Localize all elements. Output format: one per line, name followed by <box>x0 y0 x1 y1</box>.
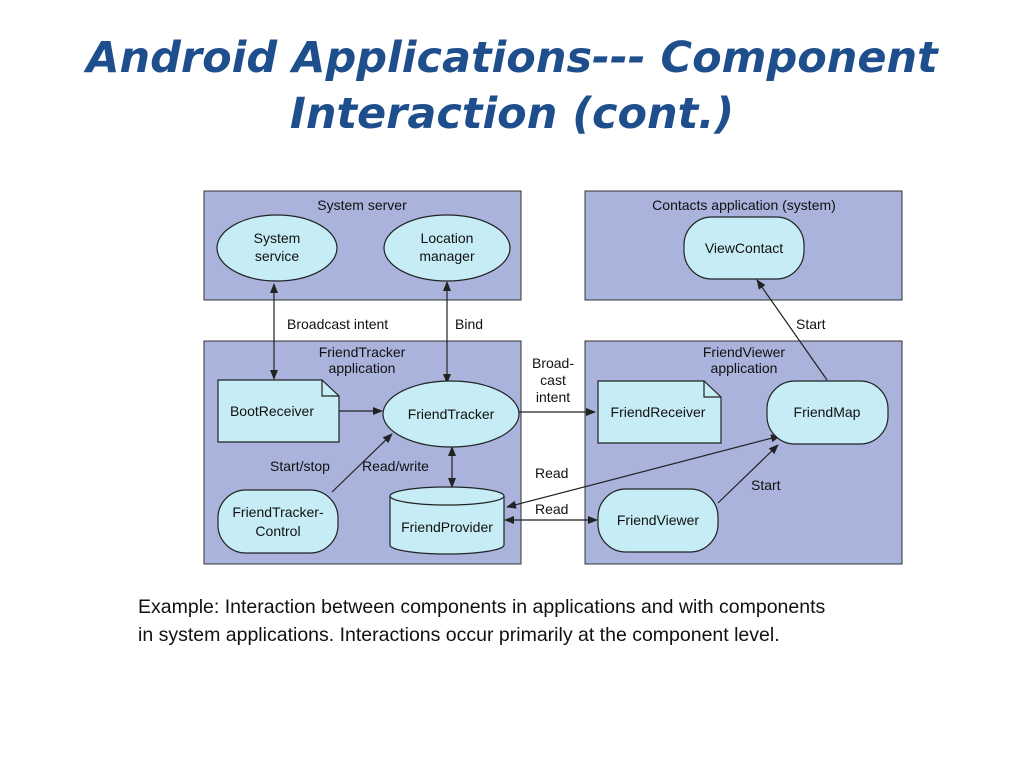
edge-label-broad-line-3: intent <box>536 389 570 405</box>
node-system-service: System service <box>216 214 338 282</box>
edge-label-read-map: Read <box>535 465 568 481</box>
edge-label-start-map: Start <box>751 477 781 493</box>
node-friend-tracker-label: FriendTracker <box>408 406 495 422</box>
node-friend-tracker: FriendTracker <box>382 380 520 448</box>
edge-start-viewcontact-arrow <box>756 279 828 381</box>
panel-system-server-label: System server <box>317 197 407 213</box>
node-friend-tracker-control-label-line-1: FriendTracker- <box>232 504 324 520</box>
node-friend-tracker-control: FriendTracker- Control <box>217 489 339 554</box>
edge-start-map-arrow <box>717 444 779 504</box>
node-friend-provider-label: FriendProvider <box>401 519 493 535</box>
edge-label-broad-line-2: cast <box>540 372 566 388</box>
edge-label-broad-line-1: Broad- <box>532 355 574 371</box>
node-boot-receiver-label: BootReceiver <box>230 403 314 419</box>
node-friend-viewer-label: FriendViewer <box>617 512 700 528</box>
slide-title: Android Applications--- Component Intera… <box>0 30 1024 142</box>
node-location-manager-label-line-1: Location <box>421 230 474 246</box>
edge-label-bind: Bind <box>455 316 483 332</box>
node-friend-viewer: FriendViewer <box>597 488 719 553</box>
edge-label-start-stop: Start/stop <box>270 458 330 474</box>
panel-friendtracker-label-line-1: FriendTracker <box>319 344 406 360</box>
caption-line-1: Example: Interaction between components … <box>138 596 826 618</box>
diagram-caption: Example: Interaction between components … <box>138 593 998 649</box>
panel-friendtracker-label-line-2: application <box>329 360 396 376</box>
node-system-service-label-line-2: service <box>255 248 300 264</box>
edge-start-stop-arrow <box>331 433 393 493</box>
node-friend-receiver: FriendReceiver <box>597 380 722 444</box>
node-location-manager: Location manager <box>383 214 511 282</box>
node-system-service-label-line-1: System <box>254 230 301 246</box>
panel-friendviewer-label-line-1: FriendViewer <box>703 344 786 360</box>
node-friend-receiver-label: FriendReceiver <box>611 404 706 420</box>
edge-label-read-viewer: Read <box>535 501 568 517</box>
node-friend-provider: FriendProvider <box>389 486 505 555</box>
edge-label-read-write: Read/write <box>362 458 429 474</box>
node-view-contact-label: ViewContact <box>705 240 783 256</box>
node-location-manager-label-line-2: manager <box>419 248 475 264</box>
panel-friendviewer-label-line-2: application <box>711 360 778 376</box>
slide-title-line-1: Android Applications--- Component <box>86 33 938 83</box>
node-view-contact: ViewContact <box>683 216 805 280</box>
node-friend-map-label: FriendMap <box>794 404 861 420</box>
node-friend-map: FriendMap <box>766 380 889 445</box>
node-boot-receiver: BootReceiver <box>217 379 340 443</box>
node-friend-tracker-control-label-line-2: Control <box>255 523 300 539</box>
slide-title-line-2: Interaction (cont.) <box>289 89 735 139</box>
edge-label-broadcast-intent: Broadcast intent <box>287 316 388 332</box>
edge-label-start-viewcontact: Start <box>796 316 826 332</box>
panel-contacts-label: Contacts application (system) <box>652 197 836 213</box>
caption-line-2: in system applications. Interactions occ… <box>138 624 780 646</box>
edge-read-map-arrow <box>506 434 781 509</box>
